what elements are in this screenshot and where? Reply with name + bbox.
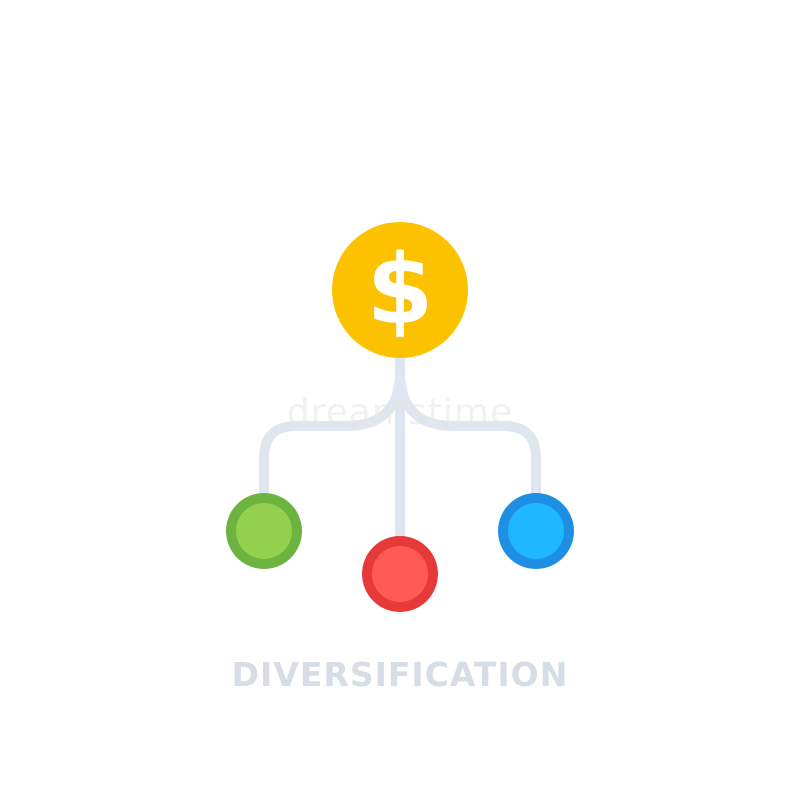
dollar-sign: $	[367, 234, 434, 346]
green-node-icon	[226, 493, 302, 569]
red-node-icon	[362, 536, 438, 612]
red-node-inner	[372, 546, 428, 602]
blue-node-icon	[498, 493, 574, 569]
blue-node-inner	[508, 503, 564, 559]
connector-lines	[259, 347, 541, 543]
connector-left-line	[259, 347, 405, 497]
connector-right-line	[395, 347, 541, 497]
diagram-caption: DIVERSIFICATION	[231, 655, 569, 694]
dollar-coin-icon: $	[332, 222, 468, 358]
green-node-inner	[236, 503, 292, 559]
coin-circle	[332, 222, 468, 358]
